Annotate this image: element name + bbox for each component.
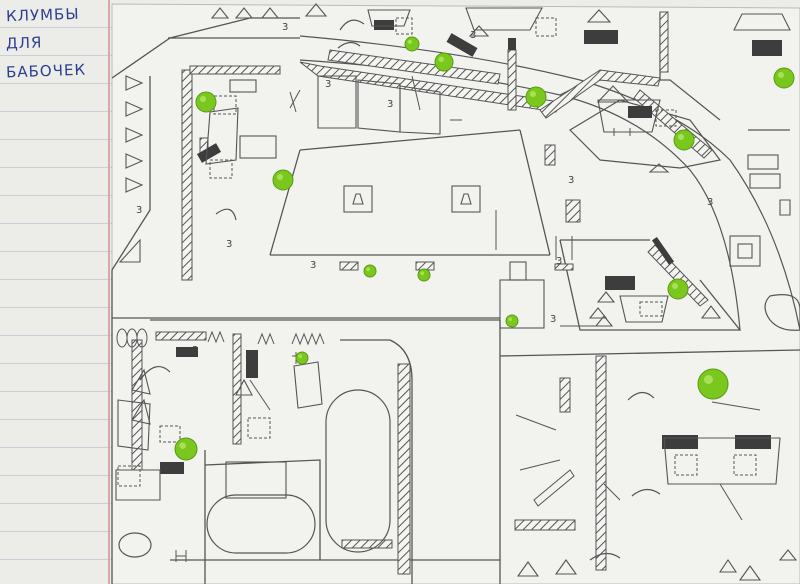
flowerbeds bbox=[174, 36, 795, 461]
spring-markers bbox=[116, 328, 325, 348]
notebook-page bbox=[0, 0, 112, 584]
flowerbed-highlight-8 bbox=[678, 134, 684, 140]
buildings bbox=[160, 20, 782, 474]
number-mark-10: 3 bbox=[550, 314, 556, 325]
number-mark-1: 3 bbox=[282, 22, 288, 33]
number-mark-9: 3 bbox=[556, 256, 562, 267]
triangle-markers bbox=[118, 3, 798, 581]
flowerbed-11 bbox=[505, 314, 519, 328]
flowerbed-5 bbox=[404, 36, 420, 52]
flowerbed-highlight-13 bbox=[704, 375, 713, 384]
structures bbox=[115, 7, 791, 501]
flowerbed-4 bbox=[417, 268, 431, 282]
flowerbed-12 bbox=[295, 351, 309, 365]
number-mark-6: 3 bbox=[568, 175, 574, 186]
flowerbed-7 bbox=[525, 86, 547, 108]
number-mark-7: 3 bbox=[707, 197, 713, 208]
flowerbed-highlight-10 bbox=[672, 283, 678, 289]
flowerbed-highlight-4 bbox=[420, 271, 425, 276]
territory-outline bbox=[111, 12, 800, 584]
margin-line bbox=[108, 0, 110, 584]
flowerbed-highlight-6 bbox=[438, 56, 444, 62]
flowerbed-highlight-2 bbox=[277, 174, 283, 180]
flowerbed-10 bbox=[667, 278, 689, 300]
flowerbed-2 bbox=[272, 169, 294, 191]
flowerbed-9 bbox=[773, 67, 795, 89]
flowerbed-highlight-12 bbox=[298, 354, 303, 359]
flowerbed-highlight-7 bbox=[530, 91, 536, 97]
flowerbed-1 bbox=[195, 91, 217, 113]
flowerbed-3 bbox=[363, 264, 377, 278]
number-mark-12: 3 bbox=[470, 30, 476, 41]
number-mark-3: 3 bbox=[387, 99, 393, 110]
flowerbed-highlight-11 bbox=[508, 317, 512, 322]
number-mark-4: 3 bbox=[226, 239, 232, 250]
number-marks: 3 3 3 3 3 3 3 3 3 3 3 3 bbox=[136, 22, 713, 356]
flowerbed-highlight-1 bbox=[200, 96, 206, 102]
flowerbed-8 bbox=[673, 129, 695, 151]
number-mark-11: 3 bbox=[192, 345, 198, 356]
detail-lines bbox=[175, 75, 761, 562]
ovals bbox=[118, 19, 800, 561]
flowerbed-13 bbox=[697, 368, 729, 400]
flowerbed-6 bbox=[434, 52, 454, 72]
flowerbed-highlight-3 bbox=[366, 267, 371, 272]
flowerbed-highlight-5 bbox=[407, 39, 412, 45]
number-mark-8: 3 bbox=[136, 205, 142, 216]
flowerbed-14 bbox=[174, 437, 198, 461]
number-mark-5: 3 bbox=[310, 260, 316, 271]
number-mark-2: 3 bbox=[325, 79, 331, 90]
flowerbed-highlight-9 bbox=[778, 72, 784, 78]
dashed-squares bbox=[117, 17, 757, 487]
flowerbed-highlight-14 bbox=[179, 442, 186, 450]
